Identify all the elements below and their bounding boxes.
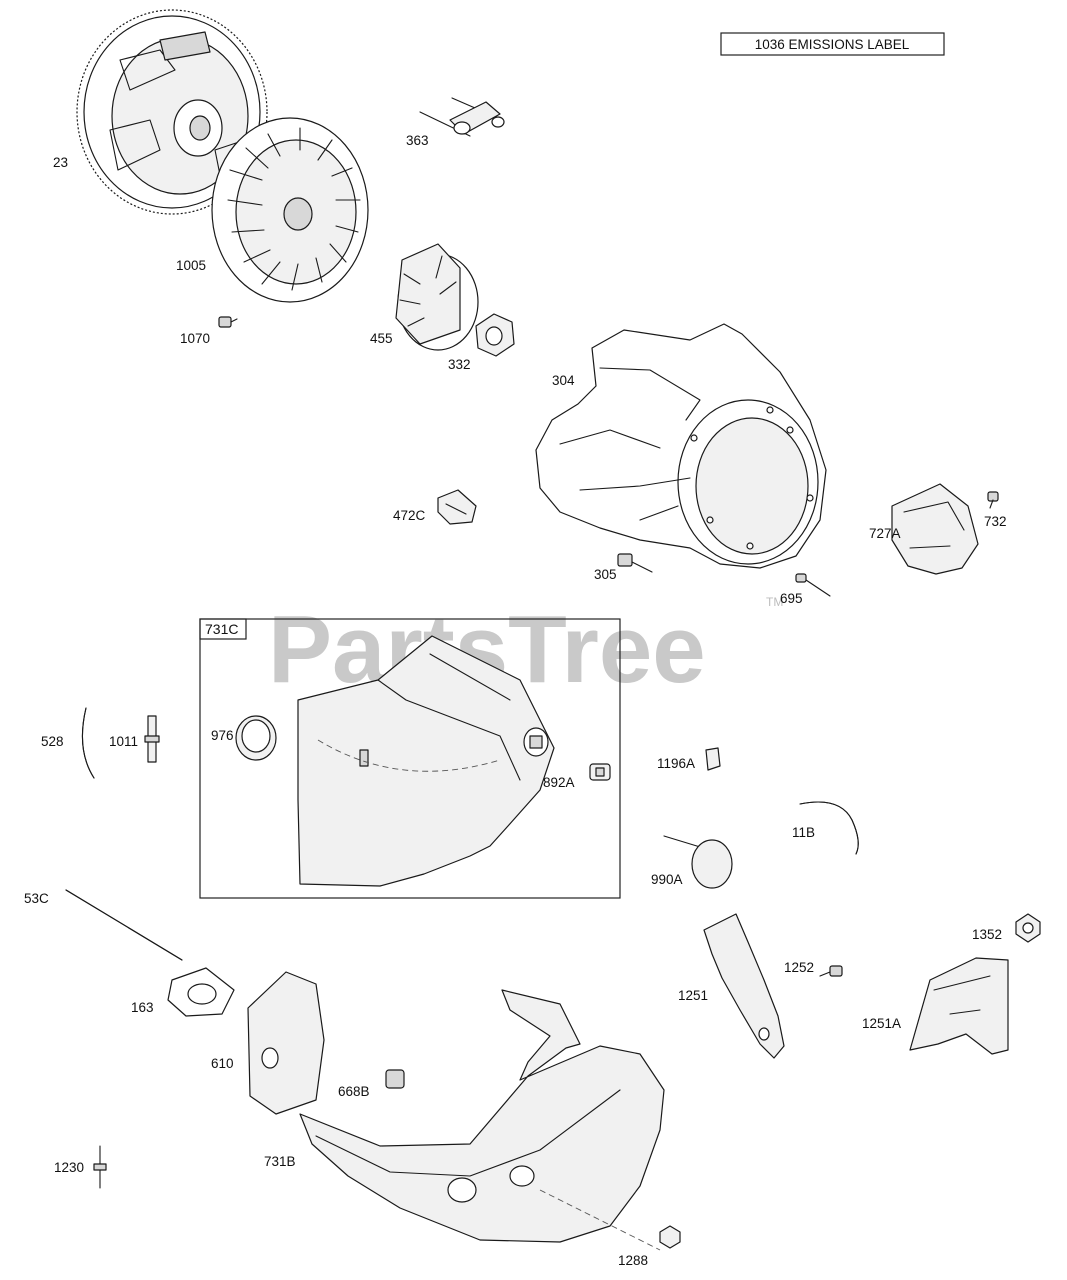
- label-732: 732: [984, 514, 1007, 529]
- part-1011-fitting[interactable]: [144, 715, 160, 763]
- label-976: 976: [211, 728, 234, 743]
- part-727A-shield[interactable]: [891, 483, 979, 575]
- label-610: 610: [211, 1056, 234, 1071]
- label-727A: 727A: [869, 526, 901, 541]
- part-363-bracket[interactable]: [419, 97, 505, 137]
- label-1011: 1011: [109, 734, 138, 749]
- part-163-gasket[interactable]: [167, 967, 235, 1017]
- label-695: 695: [780, 591, 803, 606]
- part-332-nut[interactable]: [475, 313, 515, 357]
- part-1251-bracket[interactable]: [703, 913, 785, 1059]
- part-976-cap[interactable]: [235, 715, 277, 761]
- label-11B: 11B: [792, 825, 815, 840]
- emissions-label[interactable]: 1036 EMISSIONS LABEL: [720, 32, 945, 56]
- part-1005-fan[interactable]: [211, 117, 369, 303]
- label-731B: 731B: [264, 1154, 296, 1169]
- part-732-screw[interactable]: [987, 491, 999, 509]
- label-363: 363: [406, 133, 429, 148]
- part-1070-screw[interactable]: [218, 316, 238, 328]
- part-528-tube[interactable]: [81, 707, 95, 779]
- part-23-flywheel[interactable]: [76, 9, 268, 215]
- label-23: 23: [53, 155, 68, 170]
- part-304-blower-housing[interactable]: [535, 323, 827, 569]
- label-1230: 1230: [54, 1160, 84, 1175]
- label-1251: 1251: [678, 988, 708, 1003]
- part-731C-control-panel[interactable]: [297, 635, 555, 887]
- label-1352: 1352: [972, 927, 1002, 942]
- part-1196A-clip[interactable]: [705, 747, 721, 771]
- part-1288-nut[interactable]: [659, 1225, 681, 1249]
- part-990A-knob[interactable]: [663, 835, 733, 889]
- part-53C-rod[interactable]: [65, 889, 183, 961]
- label-1005: 1005: [176, 258, 206, 273]
- part-1230-stud[interactable]: [93, 1145, 107, 1189]
- part-1352-nut[interactable]: [1015, 913, 1041, 943]
- part-610-plate[interactable]: [247, 971, 325, 1115]
- label-1196A: 1196A: [657, 756, 695, 771]
- label-1288: 1288: [618, 1253, 648, 1268]
- label-990A: 990A: [651, 872, 683, 887]
- part-668B-spacer[interactable]: [385, 1069, 405, 1089]
- label-163: 163: [131, 1000, 154, 1015]
- watermark-tm: TM: [766, 595, 783, 609]
- label-305: 305: [594, 567, 617, 582]
- part-892A-switch[interactable]: [589, 763, 611, 781]
- part-11B-hose[interactable]: [799, 801, 859, 855]
- label-668B: 668B: [338, 1084, 370, 1099]
- part-1252-screw[interactable]: [819, 965, 843, 977]
- label-332: 332: [448, 357, 471, 372]
- part-472C-clip[interactable]: [437, 489, 477, 525]
- part-305-bolt[interactable]: [617, 553, 653, 573]
- part-695-screw[interactable]: [795, 573, 831, 597]
- label-892A: 892A: [543, 775, 575, 790]
- part-731B-cover[interactable]: [299, 989, 665, 1251]
- emissions-label-text: 1036 EMISSIONS LABEL: [755, 37, 910, 52]
- part-1251A-bracket[interactable]: [909, 957, 1009, 1055]
- label-1070: 1070: [180, 331, 210, 346]
- label-1252: 1252: [784, 960, 814, 975]
- part-455-starter-cup[interactable]: [395, 243, 479, 351]
- label-472C: 472C: [393, 508, 426, 523]
- label-304: 304: [552, 373, 575, 388]
- label-1251A: 1251A: [862, 1016, 901, 1031]
- label-528: 528: [41, 734, 64, 749]
- label-731C: 731C: [205, 621, 238, 637]
- label-53C: 53C: [24, 891, 49, 906]
- label-455: 455: [370, 331, 393, 346]
- part-731C-kit-box: 731C: [199, 618, 621, 899]
